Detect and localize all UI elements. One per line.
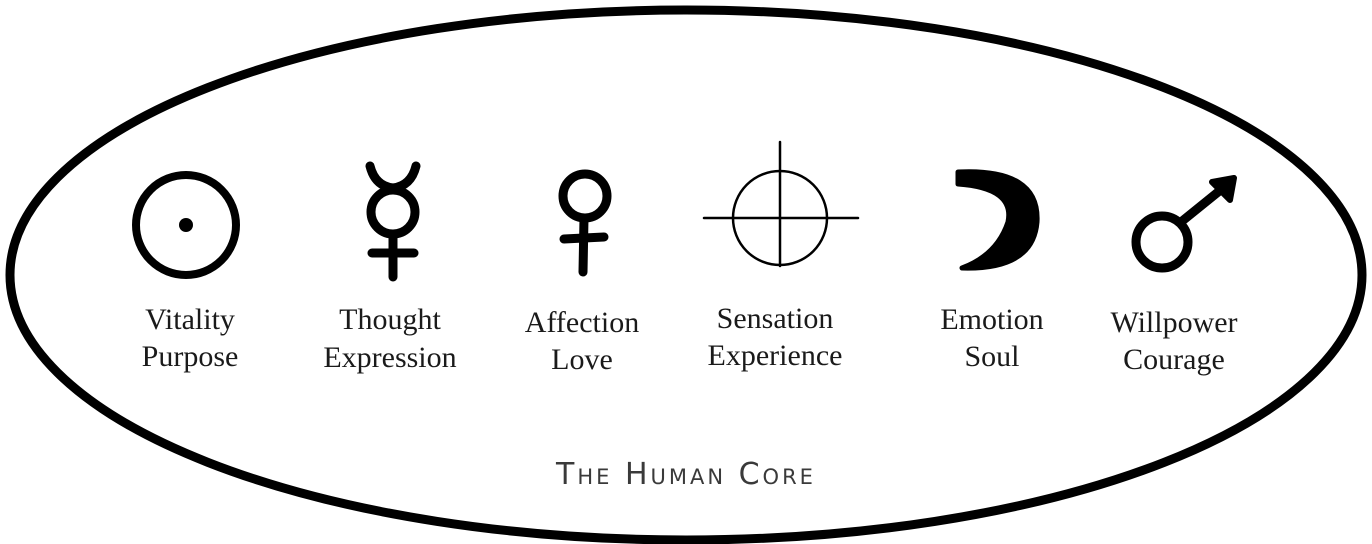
vitality-label: Vitality xyxy=(145,303,235,336)
willpower-label: Willpower xyxy=(1110,306,1237,339)
moon-crescent-icon xyxy=(955,169,1040,271)
courage-label: Courage xyxy=(1123,343,1225,376)
love-label: Love xyxy=(551,343,613,376)
outer-ellipse xyxy=(5,5,1367,544)
affection-label: Affection xyxy=(525,306,639,339)
sensation-label: Sensation xyxy=(717,302,834,335)
mercury-icon xyxy=(365,161,421,282)
earth-crosshair-icon xyxy=(702,140,860,268)
thought-label: Thought xyxy=(339,303,441,336)
mars-icon xyxy=(1131,175,1237,273)
soul-label: Soul xyxy=(964,340,1019,373)
experience-label: Experience xyxy=(708,339,843,372)
emotion-label: Emotion xyxy=(940,303,1043,336)
purpose-label: Purpose xyxy=(142,340,239,373)
venus-icon xyxy=(558,169,612,277)
sun-icon xyxy=(132,171,240,279)
expression-label: Expression xyxy=(323,341,456,374)
core-title: The Human Core xyxy=(555,457,816,492)
